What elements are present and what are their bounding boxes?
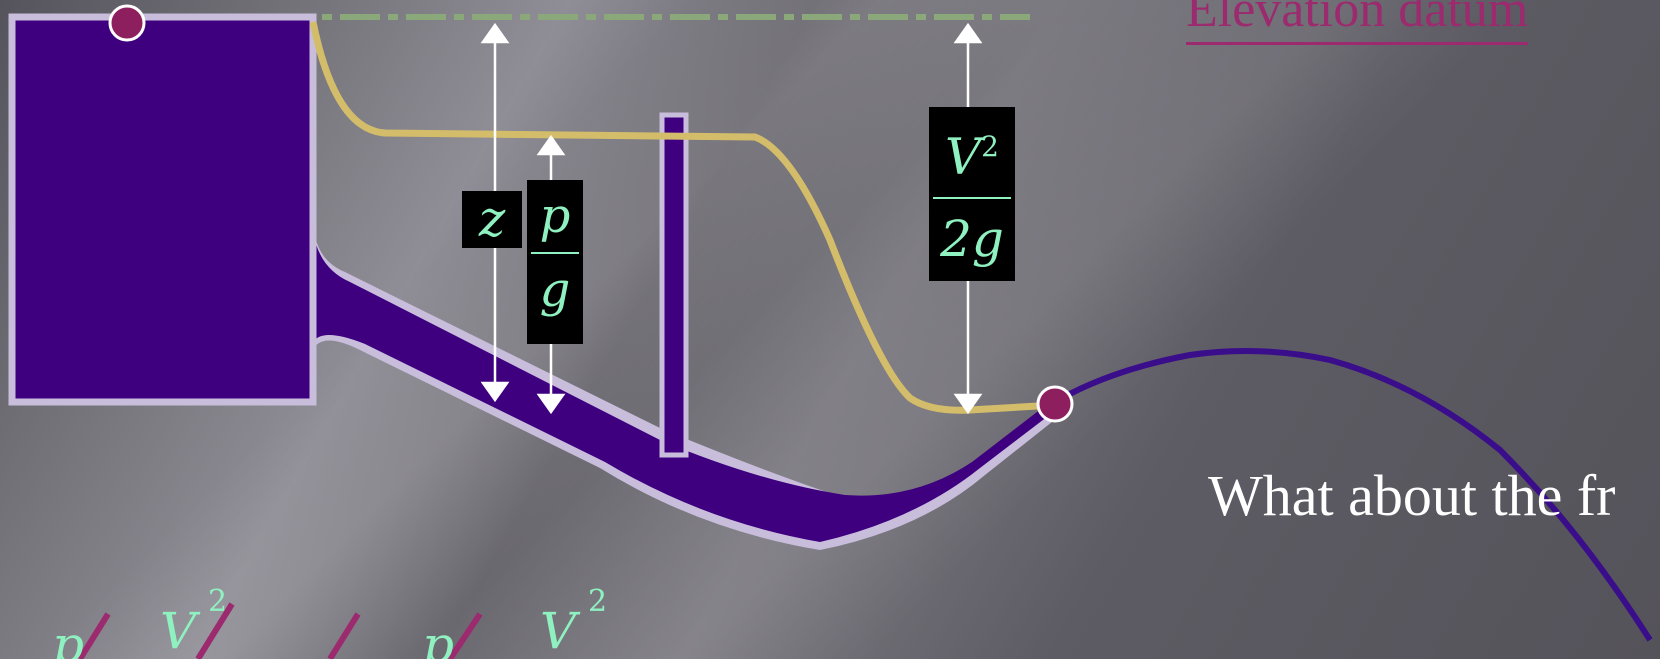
z-symbol: z	[478, 190, 506, 248]
v-denominator: 2g	[940, 209, 1004, 268]
elevation-datum-label: Elevation datum	[1186, 0, 1529, 45]
discharge-curve	[1053, 348, 1653, 642]
reservoir	[8, 13, 317, 406]
v-fraction-bar	[933, 196, 1011, 199]
question-text: What about the fr	[1208, 463, 1616, 528]
piezometer-tube	[659, 112, 689, 458]
z-label: z	[462, 191, 522, 248]
eq-p2: p	[422, 616, 455, 659]
v-numerator: V2	[945, 127, 999, 186]
p-numerator: p	[539, 188, 571, 244]
cancel-slashes	[77, 602, 483, 659]
p-denominator: g	[539, 262, 571, 318]
eq-v2: V	[540, 602, 577, 659]
p-fraction-bar	[531, 252, 579, 254]
outlet-marker-icon	[1036, 385, 1074, 423]
pipe-fill	[312, 230, 1056, 542]
pressure-head-label: p g	[527, 180, 583, 344]
eq-v1-exp: 2	[208, 584, 228, 619]
eq-v2-exp: 2	[588, 584, 608, 619]
reservoir-marker-icon	[108, 4, 146, 42]
eq-p1: p	[52, 616, 85, 659]
hydraulic-grade-line	[309, 21, 1056, 414]
velocity-head-label: V2 2g	[929, 107, 1015, 281]
eq-v1: V	[160, 602, 197, 659]
